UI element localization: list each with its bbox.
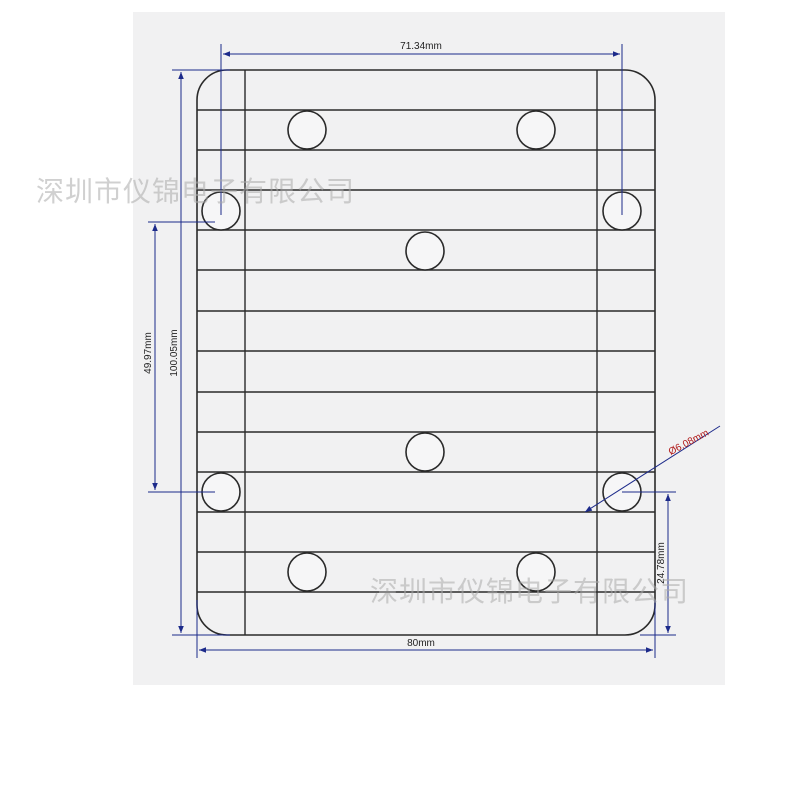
mounting-hole <box>287 552 327 592</box>
mounting-hole <box>516 110 556 150</box>
dim-top-span: 71.34mm <box>400 41 442 52</box>
mounting-hole <box>516 552 556 592</box>
dimension-lines <box>148 44 721 658</box>
drawing-background <box>133 12 725 685</box>
watermark-upper: 深圳市仪锦电子有限公司 <box>36 175 356 208</box>
mounting-hole <box>405 231 445 271</box>
fin-lines <box>197 109 655 593</box>
dim-right-offset: 24.78mm <box>656 542 667 584</box>
mounting-hole <box>405 432 445 472</box>
mounting-hole <box>287 110 327 150</box>
dim-outer-height: 100.05mm <box>169 329 180 376</box>
watermark-lower: 深圳市仪锦电子有限公司 <box>370 575 690 608</box>
flange-lines <box>244 70 598 635</box>
dim-hole-diameter: Ø6.08mm <box>667 428 711 458</box>
plate-outline <box>196 69 656 636</box>
dim-hole-spacing: 49.97mm <box>143 332 154 374</box>
dim-bottom-width: 80mm <box>407 638 435 649</box>
